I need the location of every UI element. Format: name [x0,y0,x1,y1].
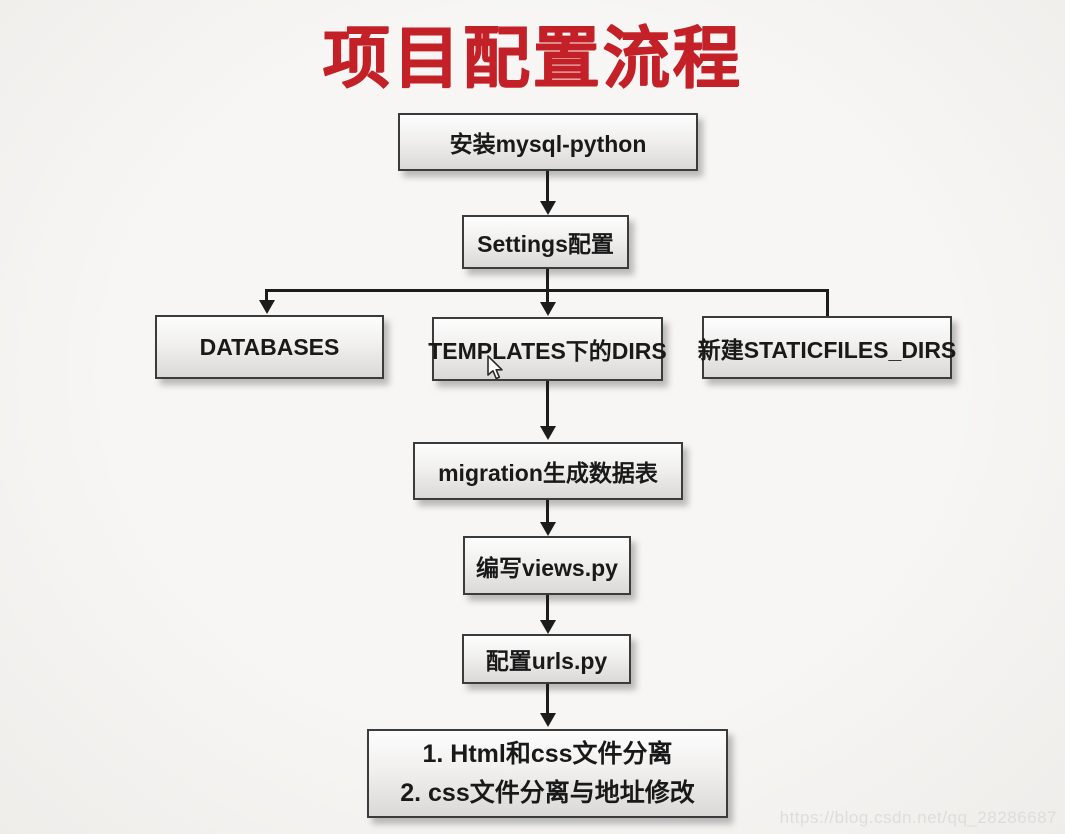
arrow-down-icon [540,201,556,215]
connector-branch-left-line [265,289,268,302]
mouse-cursor-icon [487,355,503,380]
arrow-down-icon [540,713,556,727]
connector-views-urls-line [546,595,549,622]
node-settings-config: Settings配置 [462,215,629,269]
node-templates-label: TEMPLATES下的DIRS [428,338,667,364]
node-views-label: 编写views.py [476,554,618,581]
connector-settings-stem-line [546,269,549,292]
arrow-down-icon [540,302,556,316]
connector-urls-final-line [546,684,549,715]
node-final-steps: 1. Html和css文件分离 2. css文件分离与地址修改 [367,729,728,818]
node-databases-label: DATABASES [199,333,340,360]
arrow-down-icon [540,522,556,536]
final-step-1: 1. Html和css文件分离 [422,739,673,768]
node-staticfiles-label: 新建STATICFILES_DIRS [697,336,957,363]
node-databases: DATABASES [155,315,384,379]
node-urls-label: 配置urls.py [485,648,608,674]
node-install-mysql-python: 安装mysql-python [398,113,698,171]
node-settings-label: Settings配置 [477,231,614,257]
node-install-label: 安装mysql-python [449,131,647,157]
connector-templates-migration-line [546,381,549,428]
node-templates-dirs: TEMPLATES下的DIRS [428,317,667,381]
page-title: 项目配置流程 [322,21,743,96]
node-urls-py: 配置urls.py [462,634,631,684]
csdn-watermark: https://blog.csdn.net/qq_28286687 [779,808,1057,827]
arrow-down-icon [259,300,275,314]
node-staticfiles-dirs: 新建STATICFILES_DIRS [698,316,956,379]
connector-branch-middle-line [546,289,549,304]
arrow-down-icon [540,426,556,440]
connector-install-settings-line [546,171,549,203]
connector-branch-right-line [826,289,829,318]
node-migration-label: migration生成数据表 [438,460,658,486]
connector-migration-views-line [546,500,549,524]
node-views-py: 编写views.py [463,536,631,595]
arrow-down-icon [540,620,556,634]
final-step-2: 2. css文件分离与地址修改 [400,778,695,807]
node-migration: migration生成数据表 [413,442,683,500]
